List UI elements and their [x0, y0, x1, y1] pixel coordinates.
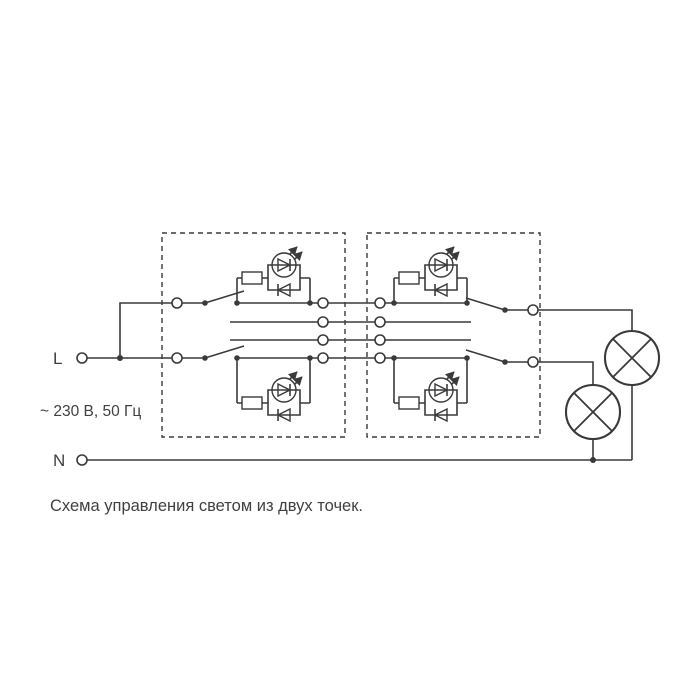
phase-feed-wires	[87, 302, 172, 359]
switch-unit-right-box	[366, 232, 541, 438]
terminal-neutral	[76, 454, 88, 466]
supply-voltage-label: ~ 230 В, 50 Гц	[40, 403, 141, 420]
junction-dots	[117, 300, 596, 463]
terminal	[171, 352, 183, 364]
lamp-icon	[564, 383, 622, 441]
neutral-label: N	[53, 451, 65, 470]
led-indicator-module	[394, 247, 467, 296]
terminal	[527, 304, 539, 316]
terminal	[317, 334, 329, 346]
terminal	[171, 297, 183, 309]
switch-unit-left-box	[161, 232, 346, 438]
led-indicator-module	[237, 247, 310, 296]
left-switch-wires	[182, 302, 318, 359]
inter-unit-wires	[328, 302, 375, 359]
led-indicator-legs	[236, 278, 468, 403]
terminal	[527, 356, 539, 368]
terminal	[374, 334, 386, 346]
lamp-wires	[538, 309, 633, 460]
caption: Схема управления светом из двух точек.	[50, 497, 363, 515]
terminal	[317, 352, 329, 364]
terminals	[76, 297, 539, 466]
led-indicator-module	[394, 372, 467, 421]
phase-label: L	[53, 349, 62, 368]
terminal	[317, 297, 329, 309]
terminal-phase	[76, 352, 88, 364]
right-switch-wires	[385, 302, 528, 363]
terminal	[374, 316, 386, 328]
switch-levers	[204, 290, 506, 363]
terminal	[374, 297, 386, 309]
terminal	[374, 352, 386, 364]
lamp-icon	[603, 329, 661, 387]
led-indicator-module	[237, 372, 310, 421]
terminal	[317, 316, 329, 328]
